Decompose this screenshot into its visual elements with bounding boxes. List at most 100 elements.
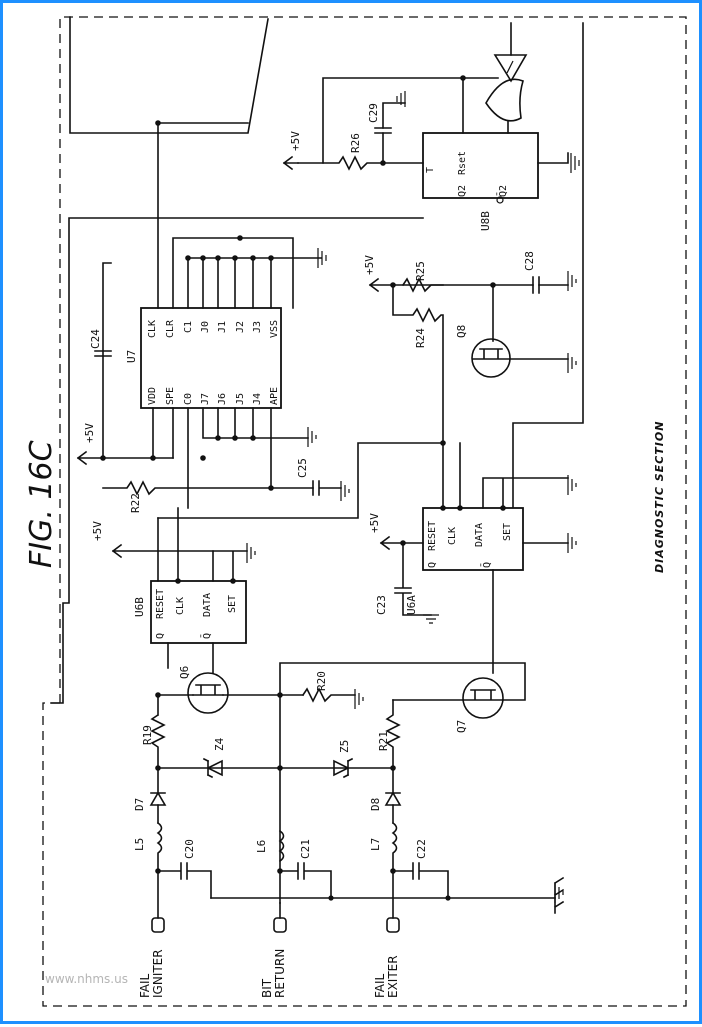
u6b-pin-clk: CLK <box>175 597 186 615</box>
supply-label-u6b: +5V <box>91 521 104 541</box>
u7-pin-vss: VSS <box>269 320 280 338</box>
chassis-ground-symbol <box>553 876 565 914</box>
u8b-pin-rset: Rset <box>457 151 468 175</box>
r19-label: R19 <box>141 725 154 745</box>
junction-dots <box>100 75 506 874</box>
u6b-pin-reset: RESET <box>155 589 166 619</box>
u7-pin-vdd: VDD <box>147 387 158 405</box>
u8b-pin-q2bar: Q̄2 <box>496 185 509 197</box>
l7-label: L7 <box>369 838 382 851</box>
z5-zener <box>333 759 350 777</box>
u8b-pin-q2: Q2 <box>457 185 468 197</box>
u7-chip <box>140 307 282 409</box>
q8-transistor <box>471 338 511 378</box>
u7-pin-j4: J4 <box>252 393 263 405</box>
u7-pin-c1: C1 <box>183 321 194 333</box>
u7-pin-ape: APE <box>269 387 280 405</box>
c23-label: C23 <box>375 595 388 615</box>
terminal-fail-exiter <box>386 917 400 933</box>
q7-label: Q7 <box>455 720 468 733</box>
q7-transistor <box>462 677 504 719</box>
ground-symbols <box>246 91 580 903</box>
u6a-pin-reset: RESET <box>427 521 438 551</box>
z4-label: Z4 <box>213 737 226 751</box>
terminal-label-fail-igniter-2: IGNITER <box>151 949 165 998</box>
r24-label: R24 <box>414 328 427 348</box>
r20-label: R20 <box>315 671 328 691</box>
d7-diode <box>149 791 167 806</box>
l5-label: L5 <box>133 838 146 851</box>
u7-label: U7 <box>125 350 138 363</box>
u7-pin-j1: J1 <box>217 321 228 333</box>
u7-pin-clk: CLK <box>147 320 158 338</box>
supply-label-u6a: +5V <box>368 513 381 533</box>
u7-pin-spe: SPE <box>165 387 176 405</box>
l7-inductor <box>391 821 398 919</box>
r22-label: R22 <box>129 493 142 513</box>
section-label: DIAGNOSTIC SECTION <box>653 421 666 573</box>
supply-label-u7: +5V <box>83 423 96 443</box>
u8b-label: U8B <box>479 211 492 231</box>
u7-pin-j2: J2 <box>235 321 246 333</box>
terminal-label-fail-igniter-1: FAIL <box>138 973 152 998</box>
terminal-label-bit-return-1: BIT <box>260 978 274 998</box>
u6a-chip <box>422 507 524 571</box>
u8b-pin-t: T <box>425 167 436 173</box>
r21-label: R21 <box>377 731 390 751</box>
u6a-pin-q: Q <box>427 562 438 568</box>
terminal-bit-return <box>273 917 287 933</box>
d8-label: D8 <box>369 798 382 811</box>
u7-pin-j7: J7 <box>200 393 211 405</box>
r25-label: R25 <box>414 261 427 281</box>
c29-label: C29 <box>367 103 380 123</box>
u7-pin-c0: C0 <box>183 393 194 405</box>
q8-label: Q8 <box>455 325 468 338</box>
u7-pin-clr: CLR <box>165 319 176 338</box>
figure-title: FIG. 16C <box>24 440 59 568</box>
u6a-pin-clk: CLK <box>447 527 458 545</box>
u6b-label: U6B <box>133 597 146 617</box>
u6a-pin-data: DATA <box>474 523 485 547</box>
watermark: www.nhms.us <box>45 972 128 986</box>
u6b-chip <box>150 580 247 644</box>
c28-label: C28 <box>523 251 536 271</box>
u7-pin-j0: J0 <box>200 321 211 333</box>
u6b-pin-q: Q <box>155 633 166 639</box>
u6b-pin-data: DATA <box>202 593 213 617</box>
supply-label-u8b: +5V <box>289 131 302 151</box>
inverter-gate <box>493 54 528 83</box>
c22-label: C22 <box>415 839 428 859</box>
u7-pin-j6: J6 <box>217 393 228 405</box>
u8b-chip <box>422 132 539 199</box>
z4-zener <box>206 759 223 777</box>
d8-diode <box>384 791 402 806</box>
r26-label: R26 <box>349 133 362 153</box>
u6b-pin-qbar: Q̄ <box>200 633 213 639</box>
u6a-label: U6A <box>405 595 418 615</box>
terminal-fail-igniter <box>151 917 165 933</box>
l6-label: L6 <box>255 840 268 853</box>
d7-label: D7 <box>133 798 146 811</box>
u6a-pin-set: SET <box>502 523 513 541</box>
u6a-pin-qbar: Q̄ <box>480 562 493 568</box>
c25-label: C25 <box>296 458 309 478</box>
schematic-diagram: T Rset Q2 Q̄2 U8B +5V R26 C29 CLK CLR C1… <box>24 16 687 1007</box>
l6-inductor <box>278 829 285 863</box>
terminal-label-bit-return-2: RETURN <box>273 949 287 998</box>
c24-label: C24 <box>89 329 102 349</box>
q6-label: Q6 <box>178 666 191 679</box>
nor-gate <box>485 78 524 122</box>
q6-transistor <box>187 672 229 714</box>
c20-label: C20 <box>183 839 196 859</box>
u7-pin-j3: J3 <box>252 321 263 333</box>
terminal-label-fail-exiter-1: FAIL <box>373 973 387 998</box>
u6b-pin-set: SET <box>227 595 238 613</box>
section-border <box>42 16 687 1007</box>
l5-inductor <box>156 821 163 919</box>
supply-label-q8: +5V <box>363 255 376 275</box>
c21-label: C21 <box>299 839 312 859</box>
u7-pin-j5: J5 <box>235 393 246 405</box>
z5-label: Z5 <box>338 740 351 753</box>
terminal-label-fail-exiter-2: EXITER <box>386 955 400 998</box>
